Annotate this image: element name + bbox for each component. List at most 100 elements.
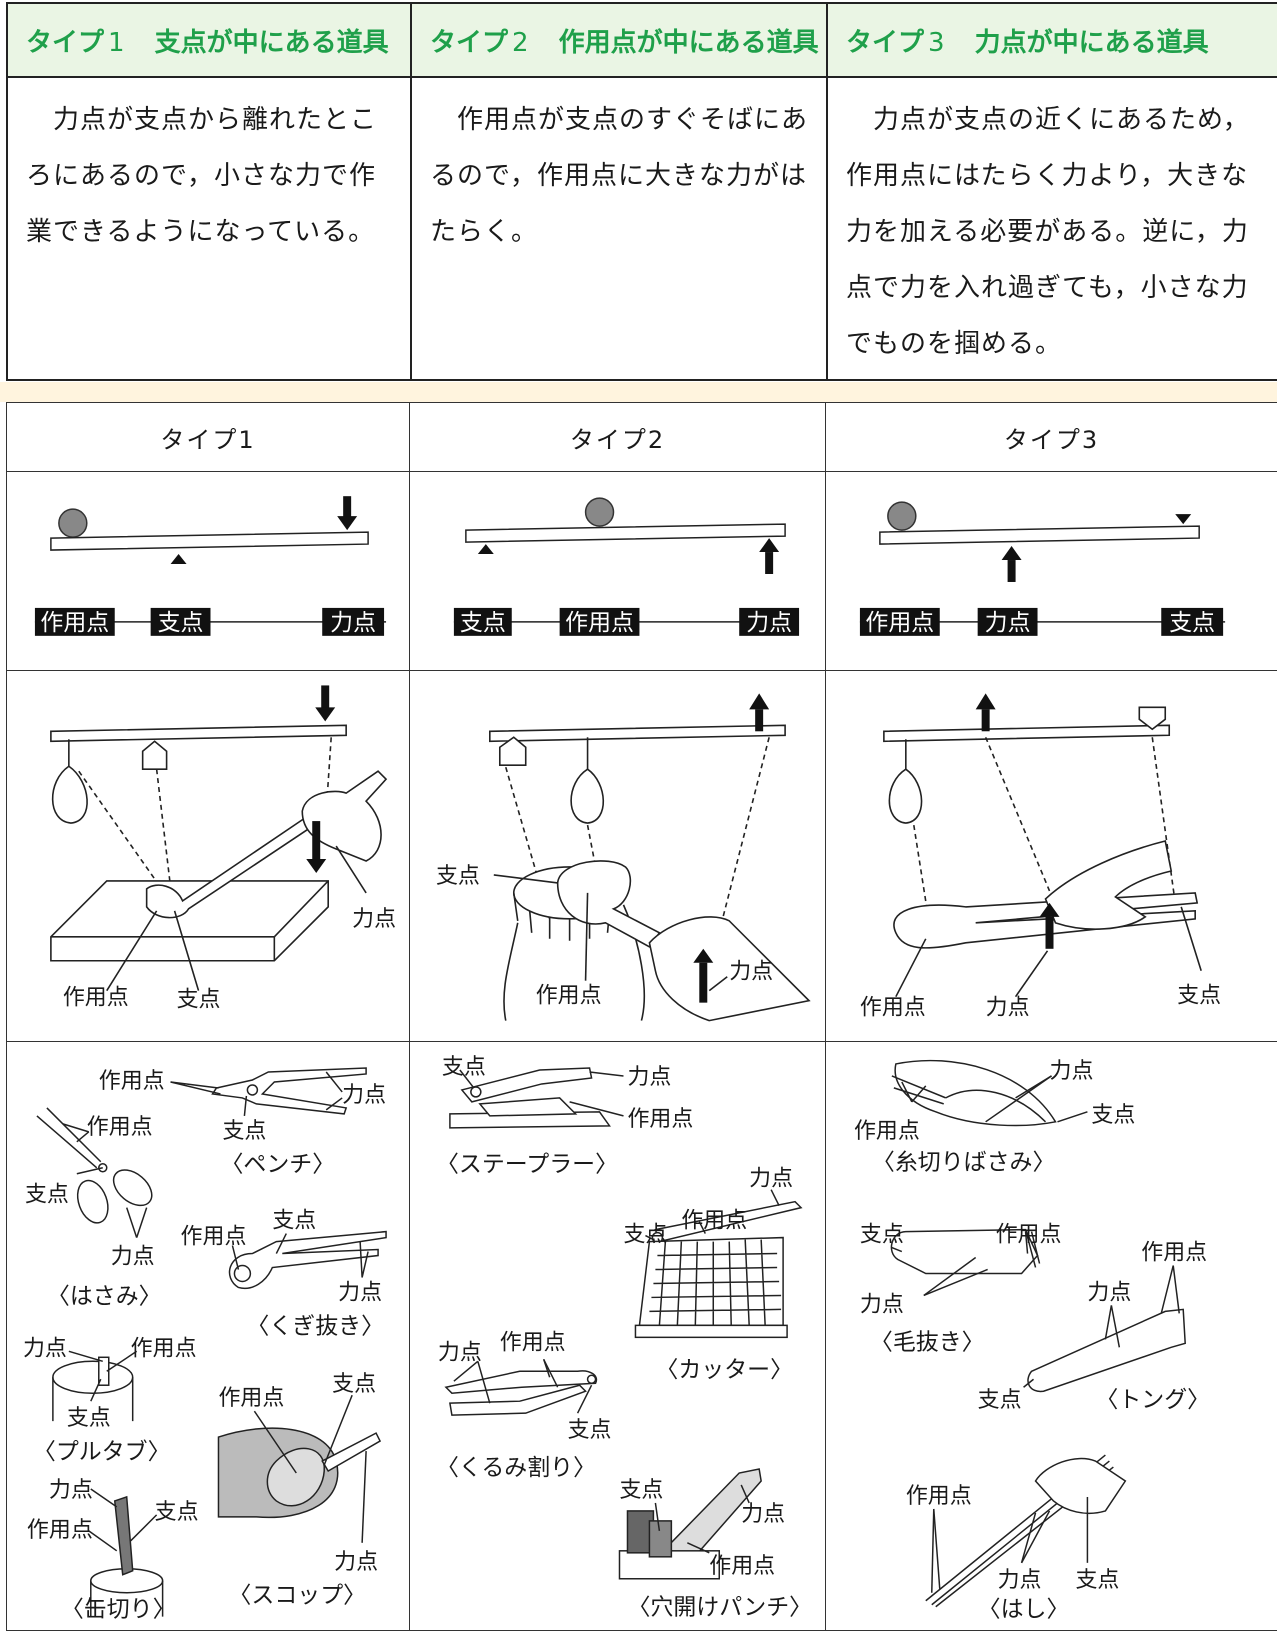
punch-label-effort: 力点 xyxy=(741,1502,785,1527)
weight-bag xyxy=(571,769,603,823)
tweezers-label-effort: 力点 xyxy=(860,1292,904,1317)
chopsticks-label-load: 作用点 xyxy=(906,1484,972,1509)
tongs-drawing xyxy=(1028,1309,1185,1391)
cutter-name: 〈カッター〉 xyxy=(655,1357,793,1383)
lever-bar xyxy=(51,532,368,550)
type1-lever-schematic: 作用点 支点 力点 xyxy=(7,472,410,671)
pliers-name: 〈ペンチ〉 xyxy=(220,1152,335,1178)
stapler-label-load: 作用点 xyxy=(627,1107,693,1132)
canopener-name: 〈缶切り〉 xyxy=(61,1597,176,1623)
load-ball xyxy=(888,502,916,530)
threadscissors-label-fulcrum: 支点 xyxy=(1091,1103,1135,1128)
type2-tool-examples: 支点 力点 作用点 〈ステープラー〉 力点 作用点 支点 〈カッター〉 xyxy=(410,1042,825,1630)
canopener-label-load: 作用点 xyxy=(27,1518,93,1543)
label-fulcrum: 支点 xyxy=(436,864,480,889)
chopsticks-label-effort: 力点 xyxy=(998,1568,1042,1593)
fulcrum-triangle xyxy=(478,544,494,554)
fulcrum-triangle-inverted xyxy=(1175,514,1191,524)
order-label-1: 作用点 xyxy=(865,610,934,636)
type2-lever-diagram: 支点 作用点 力点 xyxy=(410,472,825,670)
label-fulcrum: 支点 xyxy=(177,988,221,1013)
opener xyxy=(558,861,660,947)
nailpuller-label-load: 作用点 xyxy=(181,1225,247,1250)
nailpuller-label-effort: 力点 xyxy=(338,1280,382,1305)
type3-description: 力点が支点の近くにあるため，作用点にはたらく力より，大きな力を加える必要がある。… xyxy=(827,77,1277,380)
effort-down-arrow xyxy=(337,496,357,530)
nutcracker-drawing xyxy=(446,1371,597,1415)
column-header-type1: タイプ1 xyxy=(7,403,410,472)
label-load: 作用点 xyxy=(63,986,129,1011)
canopener-label-effort: 力点 xyxy=(49,1478,93,1503)
punch-label-load: 作用点 xyxy=(709,1554,775,1579)
type1-tools: 作用点 支点 力点 〈ペンチ〉 作用点 支点 力点 〈はさみ〉 xyxy=(7,1042,410,1631)
scoop-label-fulcrum: 支点 xyxy=(332,1372,376,1397)
stapler-label-effort: 力点 xyxy=(627,1065,671,1090)
fulcrum-marker xyxy=(143,741,167,769)
label-fulcrum: 支点 xyxy=(1177,984,1221,1009)
nailpuller-label-fulcrum: 支点 xyxy=(272,1209,316,1234)
order-label-3: 力点 xyxy=(746,610,792,636)
section-divider-band xyxy=(0,382,1277,402)
cutter-label-effort: 力点 xyxy=(749,1167,793,1192)
tweezers-label-fulcrum: 支点 xyxy=(860,1223,904,1248)
threadscissors-label-load: 作用点 xyxy=(854,1119,920,1144)
tweezers-name: 〈毛抜き〉 xyxy=(870,1329,985,1355)
pulltab-label-load: 作用点 xyxy=(131,1336,197,1361)
type3-tools: 力点 作用点 支点 〈糸切りばさみ〉 支点 作用点 力点 〈毛抜き〉 xyxy=(826,1042,1277,1631)
beam xyxy=(51,725,346,741)
pulltab-label-effort: 力点 xyxy=(23,1336,67,1361)
beam xyxy=(490,725,785,741)
beam xyxy=(884,725,1169,741)
tool-examples-row: 作用点 支点 力点 〈ペンチ〉 作用点 支点 力点 〈はさみ〉 xyxy=(7,1042,1277,1631)
canopener-label-fulcrum: 支点 xyxy=(155,1500,199,1525)
column-header-row: タイプ1 タイプ2 タイプ3 xyxy=(7,403,1277,472)
order-label-2: 支点 xyxy=(158,610,204,636)
lever-bar xyxy=(466,524,785,542)
nutcracker-name: 〈くるみ割り〉 xyxy=(436,1455,596,1481)
tongs-name: 〈トング〉 xyxy=(1095,1387,1210,1413)
type2-description: 作用点が支点のすぐそばにあるので，作用点に大きな力がはたらく。 xyxy=(411,77,827,380)
scissors-label-load: 作用点 xyxy=(87,1115,153,1140)
type1-spoon-illustration: 力点 作用点 支点 xyxy=(7,671,409,1041)
threadscissors-name: 〈糸切りばさみ〉 xyxy=(872,1150,1056,1176)
scoop-label-load: 作用点 xyxy=(218,1386,284,1411)
load-ball xyxy=(59,509,87,537)
type2-tools: 支点 力点 作用点 〈ステープラー〉 力点 作用点 支点 〈カッター〉 xyxy=(410,1042,826,1631)
scoop-label-effort: 力点 xyxy=(334,1550,378,1575)
pulltab-name: 〈プルタブ〉 xyxy=(33,1439,171,1465)
order-label-3: 支点 xyxy=(1169,610,1215,636)
type1-illustration: 力点 作用点 支点 xyxy=(7,671,410,1042)
effort-up-arrow xyxy=(1002,546,1022,582)
label-load: 作用点 xyxy=(536,984,602,1009)
order-label-2: 作用点 xyxy=(565,610,634,636)
stapler-name: 〈ステープラー〉 xyxy=(436,1152,618,1178)
nutcracker-label-effort: 力点 xyxy=(438,1340,482,1365)
order-label-2: 力点 xyxy=(985,610,1031,636)
chopsticks-label-fulcrum: 支点 xyxy=(1075,1568,1119,1593)
nutcracker-label-load: 作用点 xyxy=(500,1330,566,1355)
type3-lever-diagram: 作用点 力点 支点 xyxy=(826,472,1277,670)
pulltab-label-fulcrum: 支点 xyxy=(67,1406,111,1431)
type1-tool-examples: 作用点 支点 力点 〈ペンチ〉 作用点 支点 力点 〈はさみ〉 xyxy=(7,1042,409,1630)
type2-illustration: 支点 作用点 力点 xyxy=(410,671,826,1042)
tongs-label-fulcrum: 支点 xyxy=(978,1388,1022,1413)
type1-description: 力点が支点から離れたところにあるので，小さな力で作業できるようになっている。 xyxy=(7,77,411,380)
tongs-label-load: 作用点 xyxy=(1141,1241,1207,1266)
column-header-type2: タイプ2 xyxy=(410,403,826,472)
fulcrum-triangle xyxy=(171,554,187,564)
column-header-type3: タイプ3 xyxy=(826,403,1277,472)
order-label-3: 力点 xyxy=(330,610,376,636)
lever-schematic-row: 作用点 支点 力点 支点 作用点 力点 xyxy=(7,472,1277,671)
nutcracker-label-fulcrum: 支点 xyxy=(568,1418,612,1443)
type1-lever-diagram: 作用点 支点 力点 xyxy=(7,472,409,670)
punch-name: 〈穴開けパンチ〉 xyxy=(627,1595,812,1621)
scoop-name: 〈スコップ〉 xyxy=(228,1583,366,1609)
weight-bag xyxy=(889,769,921,823)
thread-scissors-drawing xyxy=(892,1061,1056,1126)
threadscissors-label-effort: 力点 xyxy=(1050,1059,1094,1084)
